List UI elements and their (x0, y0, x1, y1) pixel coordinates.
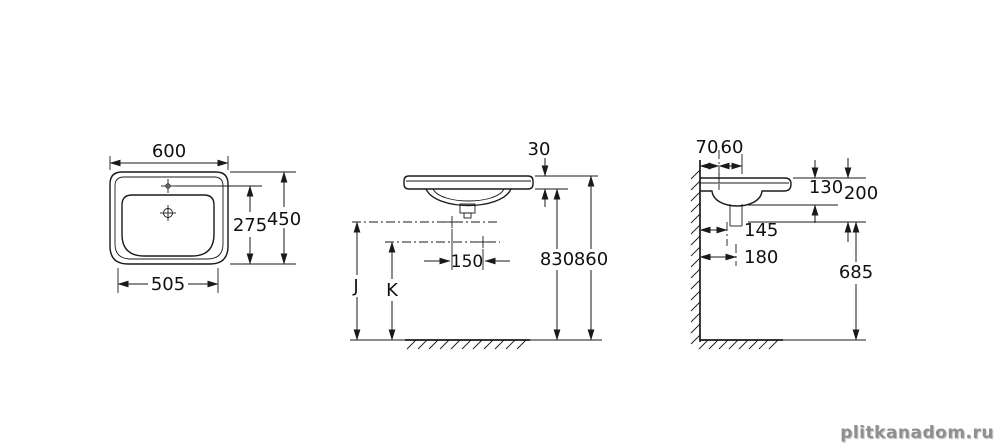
dim-height-830-label: 830 (540, 249, 574, 270)
dim-145-label: 145 (744, 220, 778, 241)
dim-685-label: 685 (839, 262, 873, 283)
dim-200-label: 200 (844, 183, 878, 204)
watermark: plitkanadom.ru (840, 423, 994, 443)
dim-inner-width-label: 505 (151, 274, 185, 295)
drain-tail (463, 212, 472, 219)
dim-height-860: 860 (574, 175, 608, 341)
sink-basin-outline (121, 194, 215, 257)
bowl-curve (425, 188, 512, 207)
dim-width-600: 600 (109, 141, 229, 170)
dim-hole-spacing-150: 150 (424, 229, 510, 272)
dim-drain-offset-label: 275 (233, 215, 267, 236)
dim-drain-180: 180 (699, 247, 778, 268)
dim-height-j: J (352, 221, 361, 341)
floor-line-side (698, 339, 866, 350)
dim-drain-offset-275: 275 (175, 185, 267, 265)
dim-70-label: 70 (696, 137, 719, 158)
dim-rim-30: 30 (528, 139, 598, 207)
dim-height-860-label: 860 (574, 249, 608, 270)
dim-130-label: 130 (809, 177, 843, 198)
dim-180-label: 180 (744, 247, 778, 268)
sink-side-profile (699, 177, 792, 207)
dim-depth-450: 450 (230, 171, 301, 265)
dim-height-k: K (386, 241, 399, 341)
dim-height-830: 830 (540, 188, 574, 341)
dim-rim-label: 30 (528, 139, 551, 160)
dim-depth-label: 450 (267, 209, 301, 230)
sink-outline-rim (114, 176, 224, 260)
fixing-point-right (477, 236, 489, 248)
dim-width-label: 600 (152, 141, 186, 162)
dim-fixing-145: 145 (699, 220, 778, 241)
floor-line-front (350, 339, 602, 350)
bowl-inner-curve (432, 188, 505, 202)
dim-k-label: K (386, 280, 399, 301)
tap-hole-mark (161, 179, 175, 193)
dim-drop-130: 130 (748, 160, 866, 223)
dim-60-label: 60 (721, 137, 744, 158)
sink-outline-outer (109, 171, 229, 265)
dim-outlet-685: 685 (839, 221, 873, 341)
rim-profile (403, 175, 534, 190)
side-view: 70 60 130 200 145 180 (690, 137, 878, 350)
dim-drop-200: 200 (748, 158, 878, 242)
dim-inner-width-505: 505 (117, 268, 219, 295)
wall-section (690, 160, 701, 345)
dim-hole-spacing-label: 150 (451, 252, 483, 272)
front-view: 30 150 830 860 J (350, 139, 608, 350)
drain-mark (160, 205, 176, 221)
dim-hole-60: 60 (718, 137, 744, 170)
trap-outlet (729, 204, 743, 227)
top-view: 600 450 275 505 (109, 141, 301, 295)
fixing-point-left (446, 216, 458, 228)
dim-j-label: J (352, 276, 358, 297)
